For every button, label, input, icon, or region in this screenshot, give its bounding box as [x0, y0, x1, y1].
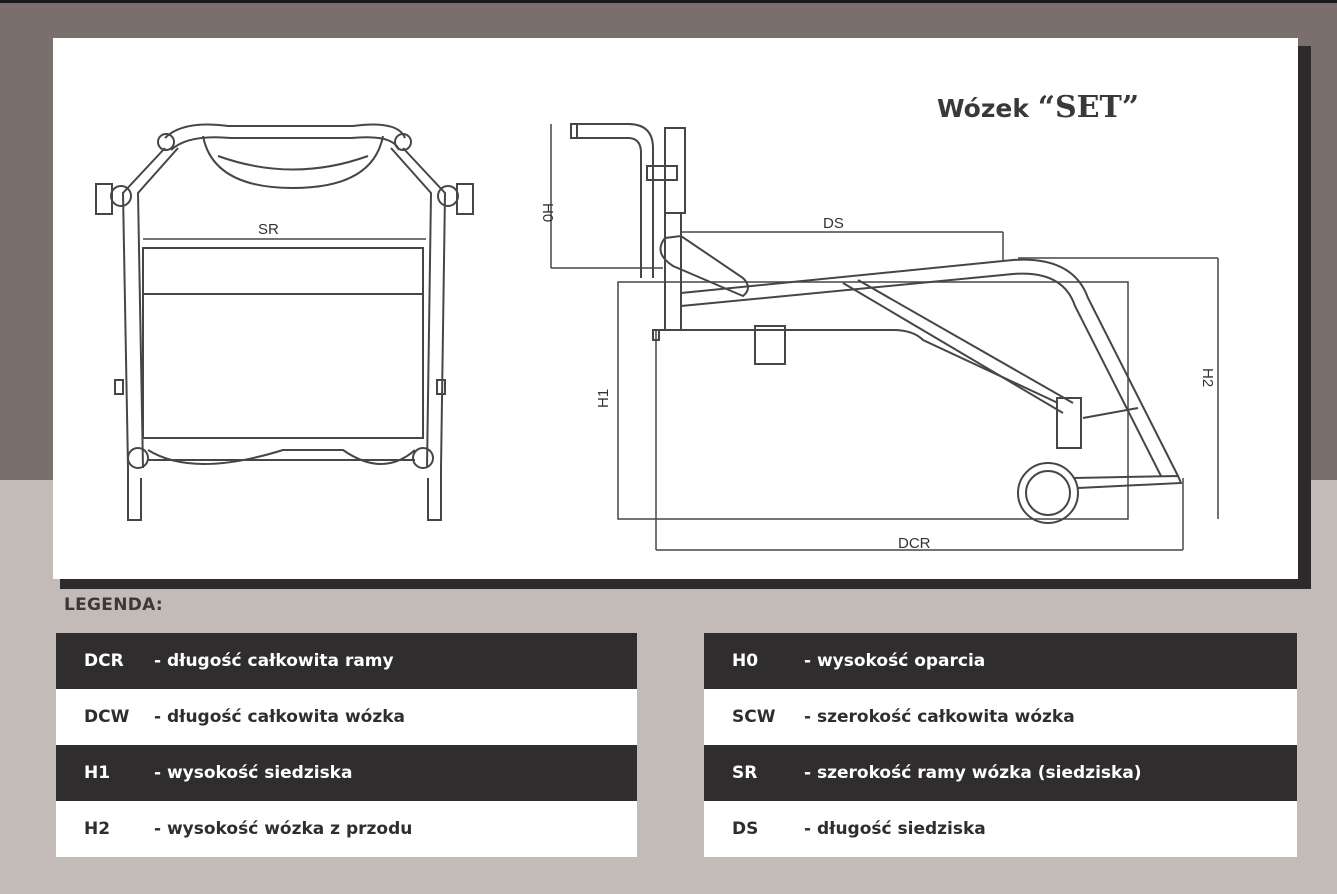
- armrest-loop: [659, 234, 749, 298]
- lower-clamp: [754, 325, 786, 365]
- brake-right: [456, 183, 474, 215]
- diagram-title: Wózek “SET”: [937, 90, 1139, 125]
- left-tube-inner: [136, 147, 179, 469]
- legend-row-ds: DS - długość siedziska: [704, 801, 1297, 857]
- legend-code: DS: [732, 819, 759, 839]
- legend-row-scw: SCW - szerokość całkowita wózka: [704, 689, 1297, 745]
- lower-frame-top: [653, 329, 1059, 404]
- seat-rail-bottom: [680, 272, 1162, 477]
- legend-row-h0: H0 - wysokość oparcia: [704, 633, 1297, 689]
- dcr-label: DCR: [898, 535, 931, 552]
- caster-wheel-inner: [1025, 470, 1071, 516]
- brake-left: [95, 183, 113, 215]
- side-view: H0 DS H1: [539, 123, 1219, 552]
- leg-left: [127, 468, 142, 521]
- legend-code: DCW: [84, 707, 130, 727]
- left-tube-outer: [121, 147, 166, 469]
- legend-code: H2: [84, 819, 111, 839]
- legend-row-h1: H1 - wysokość siedziska: [56, 745, 637, 801]
- right-tube-inner: [390, 147, 433, 469]
- wheelchair-drawing: SR H0: [95, 123, 1219, 552]
- legend-code: SCW: [732, 707, 776, 727]
- backrest-curve: [217, 155, 369, 171]
- legend-row-sr: SR - szerokość ramy wózka (siedziska): [704, 745, 1297, 801]
- h2-label: H2: [1199, 368, 1216, 387]
- legend-desc: - długość całkowita ramy: [154, 651, 394, 671]
- footplate: [1072, 474, 1183, 489]
- diagram-panel: SR H0: [53, 38, 1298, 579]
- leg-right: [427, 468, 442, 521]
- legend-desc: - szerokość ramy wózka (siedziska): [804, 763, 1142, 783]
- handle-grip: [570, 123, 578, 139]
- backrest-strap: [202, 135, 384, 190]
- legend-row-dcw: DCW - długość całkowita wózka: [56, 689, 637, 745]
- seat-rail-top: [680, 258, 1179, 477]
- legend-row-dcr: DCR - długość całkowita ramy: [56, 633, 637, 689]
- backrest-top-bar: [164, 123, 406, 139]
- caster-fork: [1056, 397, 1082, 449]
- backrest-clamp: [646, 165, 678, 181]
- caster-wheel: [1017, 462, 1079, 524]
- joint-right: [437, 185, 459, 207]
- right-tube-outer: [402, 147, 447, 469]
- footrest-bar: [147, 449, 416, 465]
- h0-label: H0: [539, 203, 556, 222]
- title-model-name: “SET”: [1037, 90, 1140, 125]
- side-handle-inner: [571, 137, 642, 278]
- legend-code: DCR: [84, 651, 124, 671]
- legend-row-h2: H2 - wysokość wózka z przodu: [56, 801, 637, 857]
- diagonal-strut-b: [857, 279, 1074, 404]
- caster-arm: [1082, 407, 1139, 419]
- title-prefix: Wózek: [937, 94, 1029, 123]
- legend-code: SR: [732, 763, 758, 783]
- h1-frame-rect: [617, 281, 1129, 520]
- legend-desc: - wysokość wózka z przodu: [154, 819, 413, 839]
- legend-code: H1: [84, 763, 111, 783]
- handle-right: [394, 133, 412, 151]
- joint-left: [110, 185, 132, 207]
- wheel-joint-left: [127, 447, 149, 469]
- ds-label: DS: [823, 215, 844, 232]
- side-handle-outer: [571, 123, 654, 278]
- knob-left: [114, 379, 124, 395]
- front-view: SR: [95, 123, 474, 521]
- legend-title: LEGENDA:: [64, 595, 164, 615]
- legend-desc: - długość siedziska: [804, 819, 986, 839]
- diagonal-strut-a: [842, 282, 1064, 414]
- legend-code: H0: [732, 651, 759, 671]
- top-border-line: [0, 0, 1337, 3]
- sr-label: SR: [258, 221, 279, 238]
- legend-desc: - wysokość oparcia: [804, 651, 986, 671]
- handle-left: [157, 133, 175, 151]
- legend-desc: - długość całkowita wózka: [154, 707, 406, 727]
- legend-desc: - szerokość całkowita wózka: [804, 707, 1075, 727]
- wheel-joint-right: [412, 447, 434, 469]
- h1-label: H1: [595, 389, 612, 408]
- backrest-inner-bar: [170, 136, 400, 151]
- knob-right: [436, 379, 446, 395]
- backrest-post: [664, 127, 686, 214]
- seat-box: [142, 247, 424, 439]
- legend-desc: - wysokość siedziska: [154, 763, 353, 783]
